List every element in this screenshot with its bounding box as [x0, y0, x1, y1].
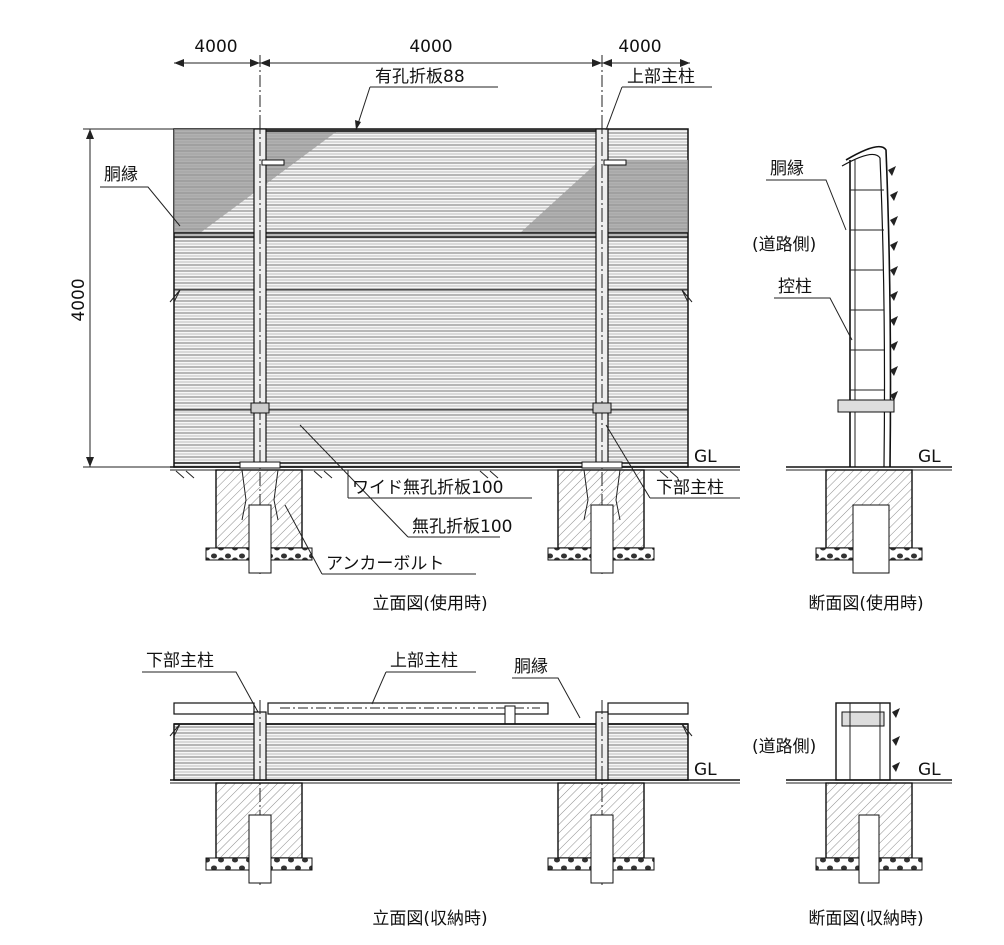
label-solid-panel: 無孔折板100 — [412, 517, 512, 537]
label-waist-edge: 胴縁 — [104, 165, 138, 185]
label-section-waist-edge: 胴縁 — [770, 159, 804, 179]
label-road-side: (道路側) — [752, 235, 816, 255]
label-stored-upper-post: 上部主柱 — [390, 651, 458, 671]
label-stored-ground-line: GL — [694, 760, 717, 780]
elevation-stored — [142, 671, 740, 885]
caption-elevation-in-use: 立面図(使用時) — [372, 593, 487, 614]
section-in-use — [766, 145, 952, 574]
label-perforated-panel: 有孔折板88 — [375, 67, 465, 87]
elevation-in-use — [100, 86, 740, 575]
label-stored-lower-post: 下部主柱 — [146, 651, 214, 671]
dimension-center: 4000 — [409, 37, 452, 57]
label-ground-line: GL — [694, 447, 717, 467]
label-lower-post: 下部主柱 — [656, 478, 724, 498]
label-section-ground-line: GL — [918, 447, 941, 467]
label-brace-post: 控柱 — [778, 277, 812, 297]
foundation-right — [547, 461, 655, 574]
label-wide-solid-panel: ワイド無孔折板100 — [352, 478, 503, 498]
dimension-lines — [83, 55, 690, 468]
label-upper-post: 上部主柱 — [627, 67, 695, 87]
caption-elevation-stored: 立面図(収納時) — [372, 909, 487, 929]
label-stored-road-side: (道路側) — [752, 737, 816, 757]
label-stored-section-ground-line: GL — [918, 760, 941, 780]
caption-section-in-use: 断面図(使用時) — [808, 593, 923, 614]
label-anchor-bolt: アンカーボルト — [326, 554, 444, 574]
foundation-left — [205, 461, 313, 574]
dimension-left: 4000 — [194, 37, 237, 57]
dimension-height: 4000 — [69, 278, 89, 321]
section-stored — [786, 702, 952, 884]
caption-section-stored: 断面図(収納時) — [808, 909, 923, 929]
label-stored-waist-edge: 胴縁 — [514, 657, 548, 677]
dimension-right: 4000 — [618, 37, 661, 57]
